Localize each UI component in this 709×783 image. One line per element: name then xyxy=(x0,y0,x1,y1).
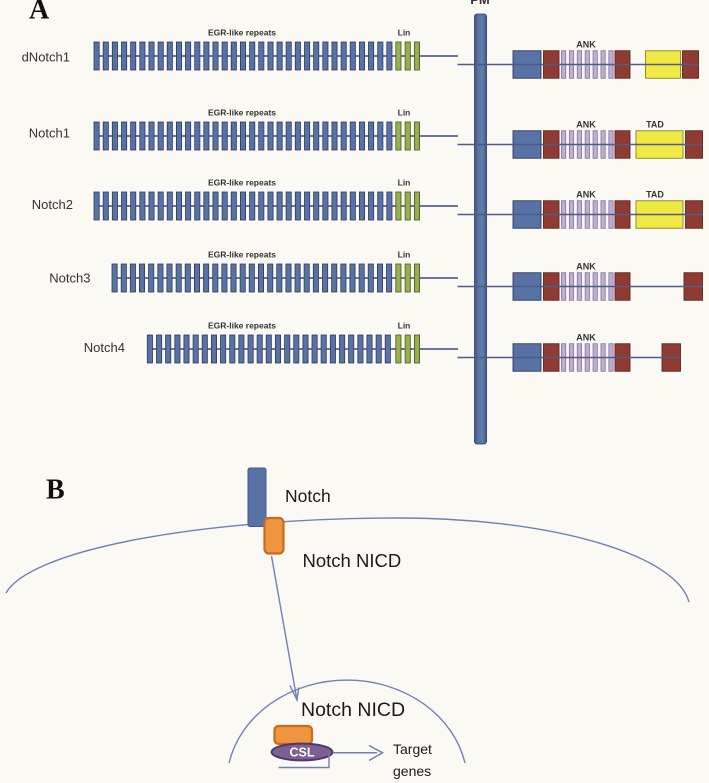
svg-text:Notch: Notch xyxy=(285,486,331,506)
svg-text:B: B xyxy=(46,475,65,506)
svg-text:ANK: ANK xyxy=(576,189,596,199)
svg-text:TAD: TAD xyxy=(646,189,664,199)
svg-text:Lin: Lin xyxy=(398,28,411,38)
svg-text:dNotch1: dNotch1 xyxy=(22,50,70,65)
svg-text:ANK: ANK xyxy=(576,119,596,129)
svg-text:TAD: TAD xyxy=(646,119,664,129)
svg-text:Notch1: Notch1 xyxy=(29,126,70,141)
svg-text:EGR-like repeats: EGR-like repeats xyxy=(208,28,276,38)
svg-text:ANK: ANK xyxy=(576,261,596,271)
svg-text:Notch3: Notch3 xyxy=(49,271,90,286)
svg-text:Notch NICD: Notch NICD xyxy=(301,699,405,721)
svg-text:EGR-like repeats: EGR-like repeats xyxy=(208,321,276,331)
svg-text:Lin: Lin xyxy=(398,250,411,260)
svg-text:A: A xyxy=(29,0,50,26)
svg-text:CSL: CSL xyxy=(290,746,315,760)
svg-text:Notch2: Notch2 xyxy=(32,197,73,212)
svg-text:ANK: ANK xyxy=(576,39,596,49)
svg-text:genes: genes xyxy=(393,763,431,779)
svg-text:EGR-like repeats: EGR-like repeats xyxy=(208,250,276,260)
svg-text:EGR-like repeats: EGR-like repeats xyxy=(208,108,276,118)
svg-text:Notch4: Notch4 xyxy=(84,340,125,355)
svg-text:Lin: Lin xyxy=(398,321,411,331)
svg-text:PM: PM xyxy=(470,0,490,7)
svg-text:Lin: Lin xyxy=(398,108,411,118)
svg-text:Lin: Lin xyxy=(398,178,411,188)
svg-text:ANK: ANK xyxy=(576,332,596,342)
svg-text:EGR-like repeats: EGR-like repeats xyxy=(208,178,276,188)
svg-text:Target: Target xyxy=(393,741,432,757)
svg-text:Notch NICD: Notch NICD xyxy=(303,550,402,571)
